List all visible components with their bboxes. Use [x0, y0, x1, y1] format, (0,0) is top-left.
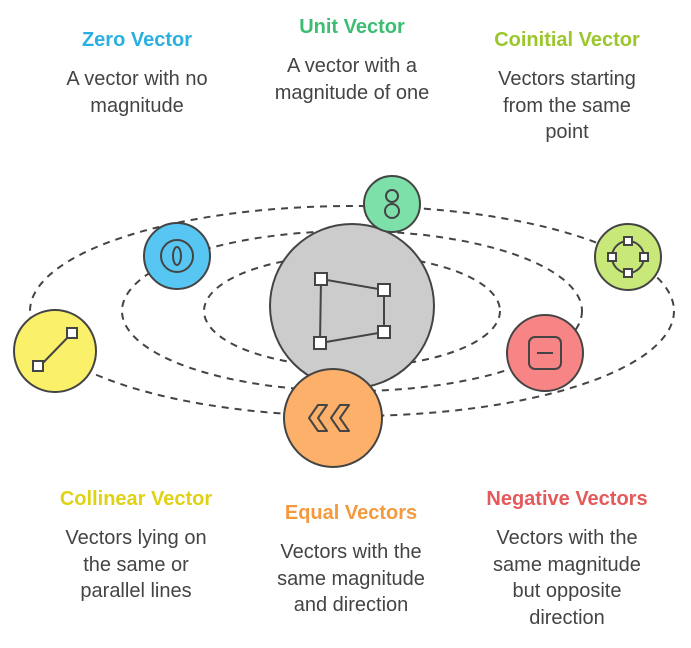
line-segment-icon: [32, 327, 78, 372]
center-node: [269, 223, 435, 389]
negative-vectors-desc: Vectors with the same magnitude but oppo…: [493, 527, 641, 629]
zero-vector-label: Zero Vector A vector with no magnitude: [66, 28, 207, 119]
equal-vectors-label: Equal Vectors Vectors with the same magn…: [277, 501, 425, 619]
double-chevron-left-icon: [308, 404, 350, 432]
zero-vector-desc: A vector with no magnitude: [66, 68, 208, 117]
negative-vectors-title: Negative Vectors: [486, 488, 648, 510]
coinitial-vector-label: Coinitial Vector Vectors starting from t…: [494, 28, 640, 146]
collinear-vector-title: Collinear Vector: [59, 488, 213, 510]
unit-vector-node: [363, 175, 421, 233]
negative-vectors-node: [506, 314, 584, 392]
zero-icon: [160, 239, 194, 273]
collinear-vector-desc: Vectors lying on the same or parallel li…: [65, 527, 207, 602]
negative-vectors-label: Negative Vectors Vectors with the same m…: [486, 487, 647, 631]
coinitial-vector-desc: Vectors starting from the same point: [498, 68, 636, 143]
unit-vector-desc: A vector with a magnitude of one: [274, 55, 430, 104]
orbit-inner: [203, 254, 501, 368]
equal-vectors-title: Equal Vectors: [284, 502, 418, 524]
quadrilateral-icon: [313, 272, 391, 350]
zero-vector-title: Zero Vector: [81, 29, 193, 51]
circle-nodes-icon: [607, 236, 649, 278]
coinitial-vector-title: Coinitial Vector: [494, 29, 640, 51]
unit-vector-label: Unit Vector A vector with a magnitude of…: [275, 15, 430, 106]
minus-box-icon: [528, 336, 562, 370]
eight-icon: [384, 189, 400, 219]
equal-vectors-desc: Vectors with the same magnitude and dire…: [277, 541, 425, 616]
zero-vector-node: [143, 222, 211, 290]
unit-vector-title: Unit Vector: [299, 16, 405, 38]
collinear-vector-label: Collinear Vector Vectors lying on the sa…: [60, 487, 212, 605]
collinear-vector-node: [13, 309, 97, 393]
equal-vectors-node: [283, 368, 383, 468]
coinitial-vector-node: [594, 223, 662, 291]
